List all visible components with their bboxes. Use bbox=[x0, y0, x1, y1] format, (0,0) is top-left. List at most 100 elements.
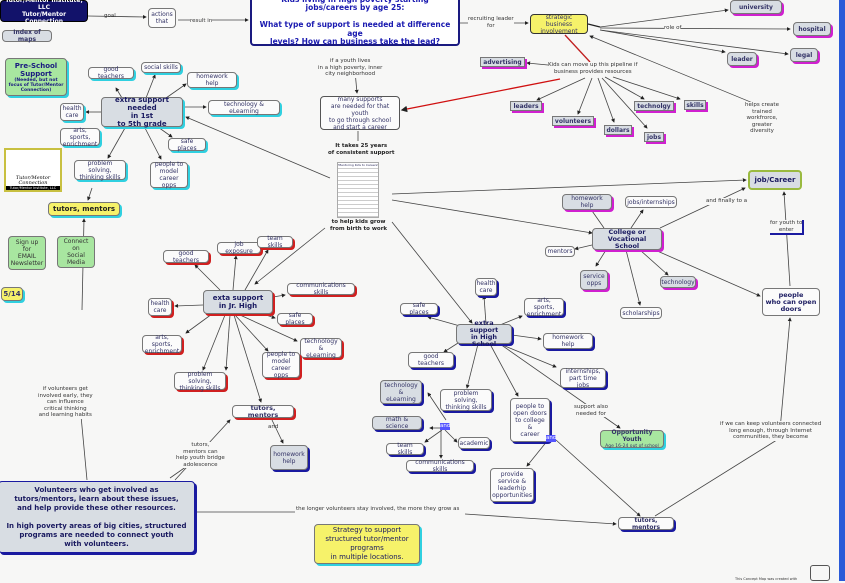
hs-tutors-mentors[interactable]: tutors, mentors bbox=[618, 517, 674, 531]
jr-problem-solving[interactable]: problem solving, thinking skills bbox=[174, 371, 226, 392]
hs-people-open-doors[interactable]: people to open doors to college & career bbox=[510, 398, 550, 442]
hs-technology-elearning[interactable]: technology & eLearning bbox=[380, 380, 422, 404]
jr-and-label: and bbox=[268, 424, 279, 430]
role-hospital[interactable]: hospital bbox=[793, 22, 831, 36]
date-node: 5/14 bbox=[1, 287, 23, 301]
cmap-logo-icon bbox=[810, 565, 830, 581]
hs-internships[interactable]: internships, part time jobs bbox=[560, 368, 606, 389]
finally-label: and finally to a bbox=[706, 198, 748, 205]
index-of-maps-node[interactable]: Index of maps bbox=[2, 29, 52, 43]
many-supports-node[interactable]: many supports are needed for that youth … bbox=[320, 96, 400, 131]
elem-health-care[interactable]: health care bbox=[60, 103, 84, 121]
elem-technology-elearning[interactable]: technology & eLearning bbox=[208, 100, 280, 115]
window-scrollbar[interactable] bbox=[839, 0, 845, 581]
college-node[interactable]: College or Vocational School bbox=[592, 228, 662, 250]
college-mentors[interactable]: mentors bbox=[545, 246, 575, 257]
goal-label: goal bbox=[104, 13, 116, 19]
volunteers-node[interactable]: Volunteers who get involved as tutors/me… bbox=[0, 481, 195, 553]
image-title: Mentoring Kids to Careers bbox=[338, 163, 378, 167]
hs-arts-sports[interactable]: arts, sports, enrichment bbox=[524, 297, 564, 318]
college-technology[interactable]: technology bbox=[660, 276, 696, 288]
if-youth-label: if a youth lives in a high poverty, inne… bbox=[318, 58, 383, 78]
social-media-node[interactable]: Connect on Social Media bbox=[57, 236, 95, 268]
strategic-business-node[interactable]: strategic business involvement bbox=[530, 14, 588, 35]
hs-provide-service[interactable]: provide service & leaderhip opportunitie… bbox=[490, 468, 534, 502]
college-homework-help[interactable]: homework help bbox=[562, 194, 612, 210]
logo-sub: Tutor/Mentor Institute, LLC bbox=[6, 186, 60, 190]
people-open-doors-node[interactable]: people who can open doors bbox=[762, 288, 820, 316]
keep-volunteers-label: if we can keep volunteers connected long… bbox=[720, 421, 822, 441]
jr-health-care[interactable]: health care bbox=[148, 298, 172, 316]
hs-team-skills[interactable]: team skills bbox=[386, 442, 424, 456]
college-jobs-internships[interactable]: jobs/internships bbox=[625, 196, 677, 208]
result-in-label: result in bbox=[190, 18, 213, 25]
hs-and-label-1: and bbox=[440, 423, 451, 430]
pipeline-label: Kids can move up this pipeline if busine… bbox=[548, 62, 638, 75]
mentoring-kids-image[interactable]: Mentoring Kids to Careers bbox=[337, 162, 379, 218]
hs-health-care[interactable]: health care bbox=[475, 278, 497, 296]
elem-problem-solving[interactable]: problem solving, thinking skills bbox=[74, 160, 126, 181]
college-scholarships[interactable]: scholarships bbox=[620, 307, 662, 319]
elem-good-teachers[interactable]: good teachers bbox=[88, 66, 134, 80]
hs-homework-help[interactable]: homework help bbox=[543, 333, 593, 349]
jr-tutors-mentors[interactable]: tutors, mentors bbox=[232, 404, 294, 418]
role-university[interactable]: university bbox=[730, 0, 782, 14]
email-signup-node[interactable]: Sign up for EMAIL Newsletter bbox=[8, 236, 46, 270]
role-leader[interactable]: leader bbox=[727, 52, 757, 66]
org-title-node[interactable]: Tutor/Mentor Institute, LLC Tutor/Mentor… bbox=[0, 0, 88, 25]
tutors-mentors-left[interactable]: tutors, mentors bbox=[48, 202, 120, 216]
jr-arts-sports[interactable]: arts, sports, enrichment bbox=[142, 334, 182, 355]
elem-social-skills[interactable]: social skills bbox=[141, 62, 181, 73]
takes-25-years-label: It takes 25 years of consistent support bbox=[328, 143, 395, 156]
hs-math-science[interactable]: math & science bbox=[372, 416, 422, 430]
hs-and-label-2: and bbox=[546, 435, 557, 442]
elem-safe-places[interactable]: safe places bbox=[168, 138, 206, 152]
jr-safe-places[interactable]: safe places bbox=[277, 312, 313, 326]
actions-node[interactable]: actions that bbox=[148, 8, 176, 28]
support-also-label: support also needed for bbox=[574, 404, 608, 417]
job-career-node[interactable]: job/Career bbox=[748, 170, 802, 190]
jr-good-teachers[interactable]: good teachers bbox=[163, 250, 209, 264]
jr-team-skills[interactable]: team skills bbox=[257, 235, 293, 249]
elem-homework-help[interactable]: homework help bbox=[187, 72, 237, 88]
hs-problem-solving[interactable]: problem solving, thinking skills bbox=[440, 389, 492, 411]
for-youth-label: for youth to enter bbox=[770, 220, 805, 235]
hs-communications-skills[interactable]: communications skills bbox=[406, 459, 474, 473]
resource-volunteers[interactable]: volunteers bbox=[552, 116, 594, 126]
elementary-support-node[interactable]: extra support needed in 1st to 5th grade bbox=[101, 96, 183, 128]
jr-communications-skills[interactable]: communications skills bbox=[287, 282, 355, 296]
jr-technology-elearning[interactable]: technology & eLearning bbox=[300, 338, 342, 359]
jr-homework-help[interactable]: homework help bbox=[270, 445, 308, 470]
preschool-node[interactable]: Pre-School Support(Needed, but not focus… bbox=[5, 58, 67, 96]
resource-skills[interactable]: skills bbox=[684, 100, 706, 110]
jrhigh-support-node[interactable]: exta support in Jr. High bbox=[203, 290, 273, 314]
role-legal[interactable]: legal bbox=[790, 48, 818, 62]
grow-label: to help kids grow from birth to work bbox=[330, 219, 388, 232]
hs-safe-places[interactable]: safe places bbox=[400, 302, 438, 316]
main-question-node[interactable]: Kids living in high poverty starting job… bbox=[250, 0, 460, 46]
highschool-support-node[interactable]: extra support in High School bbox=[456, 320, 512, 348]
resource-jobs[interactable]: jobs bbox=[644, 132, 664, 142]
recruiting-label: recruiting leader for bbox=[468, 16, 514, 29]
elem-arts-sports[interactable]: arts, sports, enrichment bbox=[60, 127, 100, 148]
resource-dollars[interactable]: dollars bbox=[604, 125, 632, 135]
college-service-opps[interactable]: service opps bbox=[580, 270, 608, 290]
resource-technolgy[interactable]: technolgy bbox=[634, 101, 674, 111]
longer-volunteers-label: the longer volunteers stay involved, the… bbox=[296, 506, 460, 513]
bridge-label: tutors, mentors can help youth bridge ad… bbox=[176, 442, 225, 468]
resource-advertising[interactable]: advertising bbox=[480, 57, 525, 67]
logo-text: Tutor/Mentor Connection bbox=[15, 175, 51, 186]
preschool-note: (Needed, but not focus of Tutor/Mentor C… bbox=[8, 77, 64, 93]
jr-job-exposure[interactable]: job exposure bbox=[217, 241, 261, 255]
jr-people-model[interactable]: people to model career opps bbox=[262, 351, 300, 379]
elem-people-model[interactable]: people to model career opps bbox=[150, 161, 188, 189]
helps-create-label: helps create trained workfrorce, greater… bbox=[745, 102, 779, 135]
hs-good-teachers[interactable]: good teachers bbox=[408, 352, 454, 368]
hs-academic[interactable]: academic bbox=[458, 437, 490, 449]
strategy-node[interactable]: Strategy to support structured tutor/men… bbox=[314, 524, 420, 564]
if-volunteers-label: if volunteers get involved early, they c… bbox=[38, 386, 93, 419]
resource-leaders[interactable]: leaders bbox=[510, 101, 542, 111]
